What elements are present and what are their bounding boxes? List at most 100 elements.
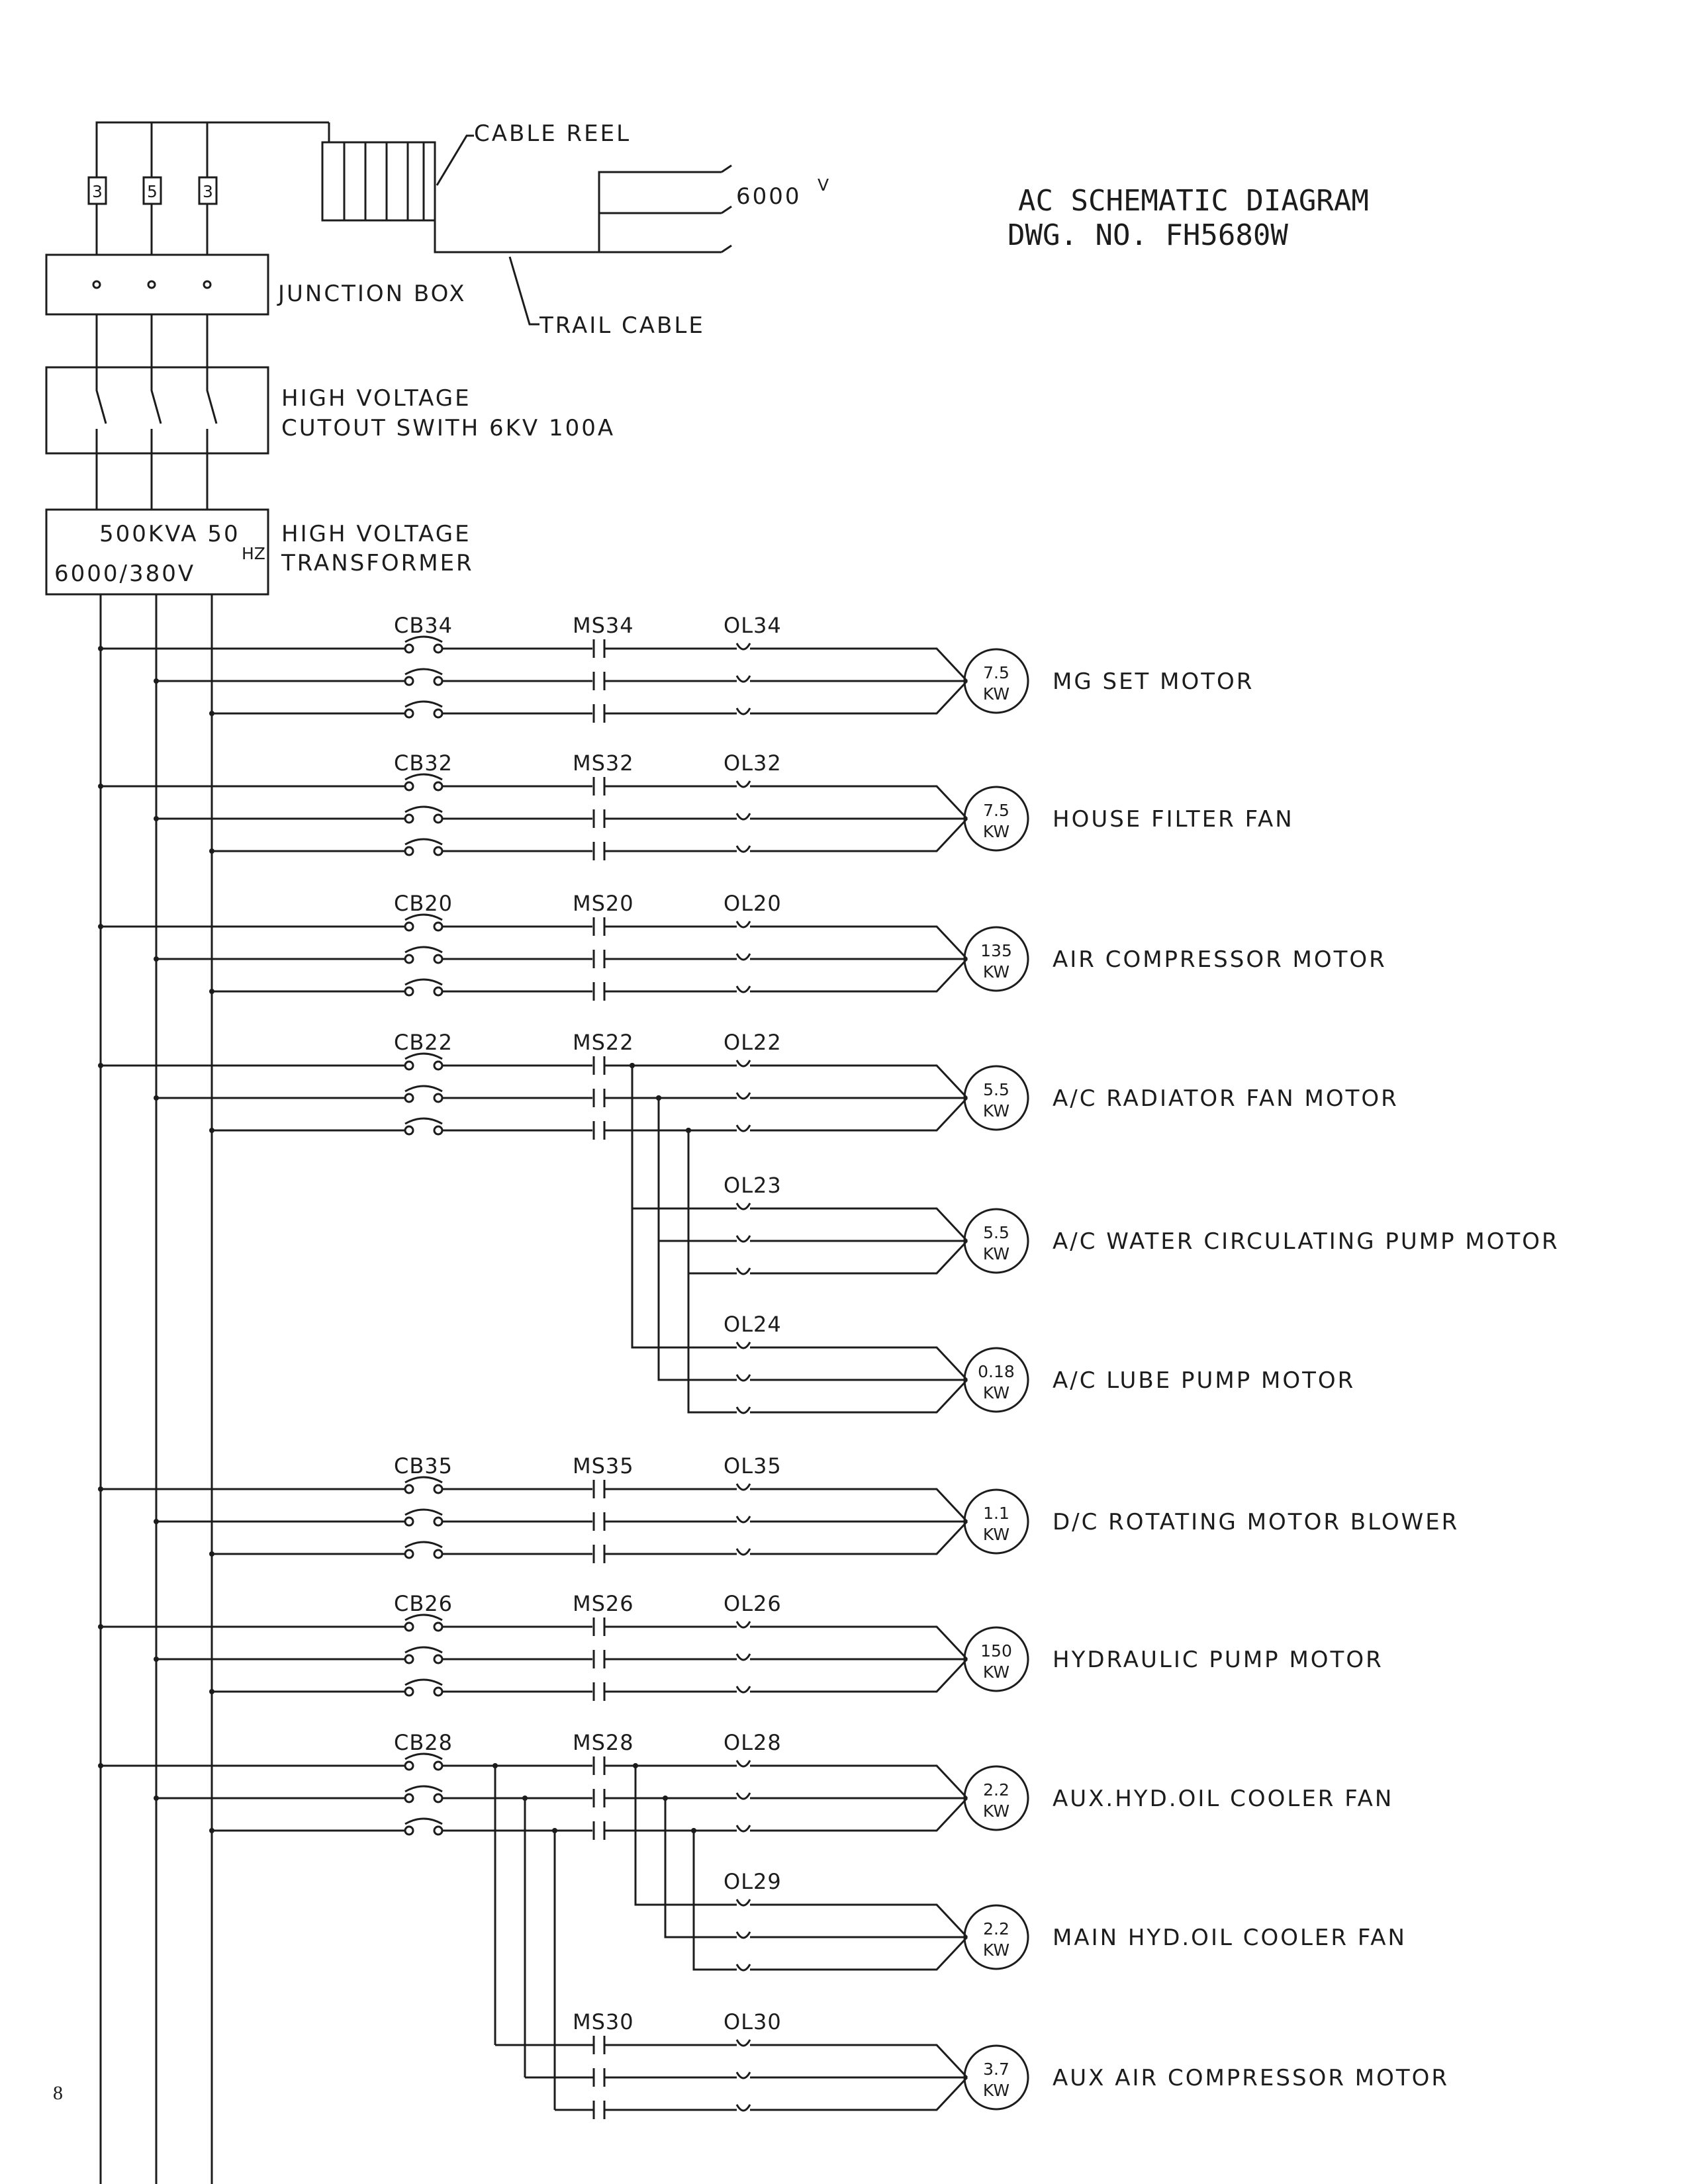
- low-voltage-buses: [99, 594, 213, 2184]
- motor-rating-unit: KW: [983, 1244, 1009, 1263]
- title-block: AC SCHEMATIC DIAGRAM DWG. NO. FH5680W: [1008, 184, 1369, 252]
- magnetic-starter-contact: [592, 917, 729, 936]
- phase-1: [729, 1483, 968, 1523]
- supply-voltage: 6000: [736, 183, 802, 210]
- magnetic-starter-contact: [592, 777, 729, 796]
- circuit-breaker-pole: [98, 635, 592, 654]
- phase-2: [729, 1235, 967, 1243]
- motor-name: D/C ROTATING MOTOR BLOWER: [1053, 1509, 1459, 1535]
- overload-relay-label: OL26: [724, 1591, 782, 1616]
- motor-name: MAIN HYD.OIL COOLER FAN: [1053, 1925, 1407, 1951]
- phase-2: [729, 1653, 967, 1661]
- motor-symbol: 2.2KW: [963, 1765, 1029, 1831]
- drawing-number: DWG. NO. FH5680W: [1008, 218, 1288, 252]
- motor-symbol: 7.5KW: [963, 648, 1029, 714]
- phase-3: [729, 2076, 968, 2112]
- circuit-breaker-pole: [209, 838, 592, 856]
- motor-symbol: 7.5KW: [963, 786, 1029, 852]
- phase-3: [729, 1240, 968, 1275]
- magnetic-starter-contact: [592, 982, 729, 1001]
- circuit-breaker-pole: [98, 773, 592, 792]
- motor-name: HYDRAULIC PUMP MOTOR: [1053, 1647, 1383, 1673]
- magnetic-starter-label: MS22: [573, 1030, 634, 1055]
- phase-3: [729, 1658, 968, 1694]
- circuit-breaker-label: CB22: [394, 1030, 453, 1055]
- transformer-rating-2: 6000/380V: [54, 561, 195, 587]
- circuit-breaker-pole: [209, 700, 592, 719]
- circuit-breaker-label: CB20: [394, 891, 453, 916]
- magnetic-starter-contact: [592, 1056, 729, 1075]
- motor-symbol: 5.5KW: [963, 1065, 1029, 1131]
- circuit-breaker-label: CB26: [394, 1591, 453, 1616]
- circuit-breaker-pole: [154, 1785, 592, 1803]
- cutout-switch-label-1: HIGH VOLTAGE: [281, 385, 471, 412]
- magnetic-starter-label: MS32: [573, 751, 634, 776]
- transformer: 500KVA 50 HZ 6000/380V HIGH VOLTAGE TRAN…: [45, 508, 474, 596]
- motor-rating: 2.2: [983, 1780, 1009, 1799]
- circuit-breaker-pole: [209, 1678, 592, 1697]
- overload-relay-label: OL24: [724, 1312, 782, 1337]
- circuit-breaker-pole: [154, 1085, 592, 1103]
- magnetic-starter-contact: [592, 1617, 729, 1636]
- motor-symbol: 2.2KW: [963, 1904, 1029, 1970]
- motor-rating-unit: KW: [983, 1662, 1009, 1682]
- overload-relay-label: OL32: [724, 751, 782, 776]
- phase-1: [729, 1060, 968, 1099]
- motor-name: A/C LUBE PUMP MOTOR: [1053, 1367, 1355, 1394]
- transformer-rating-1: 500KVA 50: [99, 521, 240, 547]
- supply-voltage-unit: V: [818, 175, 829, 195]
- circuit-breaker-pole: [209, 978, 592, 997]
- phase-2: [729, 1792, 967, 1800]
- magnetic-starter-label: MS30: [573, 2009, 634, 2034]
- cable-reel: CABLE REEL TRAIL CABLE 6000 V: [321, 120, 829, 339]
- magnetic-starter-contact: [592, 1821, 729, 1840]
- phase-2: [729, 1516, 967, 1524]
- motor-rating: 0.18: [978, 1362, 1015, 1381]
- supply-conductors: [95, 121, 329, 159]
- circuit-breaker-label: CB35: [394, 1453, 453, 1479]
- overload-relay-label: OL35: [724, 1453, 782, 1479]
- cable-reel-label: CABLE REEL: [474, 120, 631, 147]
- phase-2: [729, 953, 967, 961]
- circuit-breaker-pole: [98, 1476, 592, 1494]
- fuse-l1: 3: [87, 159, 107, 255]
- motor-rating: 7.5: [983, 801, 1009, 820]
- branch-6: 0.18 KW A/C LUBE PUMP MOTOR OL24: [630, 1063, 1355, 1414]
- circuit-breaker-pole: [98, 913, 592, 932]
- motor-rating: 5.5: [983, 1223, 1009, 1242]
- magnetic-starter-contact: [592, 950, 729, 968]
- motor-rating: 3.7: [983, 2060, 1009, 2079]
- phase-1: [729, 1342, 968, 1381]
- phase-1: [729, 643, 968, 682]
- circuit-breaker-pole: [98, 1614, 592, 1632]
- magnetic-starter-contact: [592, 1650, 729, 1668]
- fuse-l3: 3: [198, 159, 218, 255]
- circuit-breaker-pole: [209, 1817, 592, 1836]
- motor-rating-unit: KW: [983, 1101, 1009, 1120]
- svg-text:3: 3: [92, 182, 103, 201]
- circuit-breaker-pole: [209, 1541, 592, 1559]
- magnetic-starter-contact: [592, 2101, 729, 2119]
- circuit-breaker-label: CB34: [394, 613, 453, 638]
- motor-rating: 2.2: [983, 1919, 1009, 1938]
- motor-rating-unit: KW: [983, 1801, 1009, 1821]
- overload-relay-label: OL30: [724, 2009, 782, 2034]
- overload-relay-label: OL22: [724, 1030, 782, 1055]
- supply-section: 3 5 3 CABLE REEL TRAIL CABLE 6000 V: [45, 120, 829, 596]
- motor-rating-unit: KW: [983, 962, 1009, 981]
- svg-text:5: 5: [147, 182, 158, 201]
- circuit-breaker-label: CB32: [394, 751, 453, 776]
- phase-1: [729, 780, 968, 820]
- phase-3: [729, 1379, 968, 1414]
- transformer-label-2: TRANSFORMER: [281, 550, 474, 576]
- magnetic-starter-contact: [592, 809, 729, 828]
- overload-relay-label: OL23: [724, 1173, 782, 1198]
